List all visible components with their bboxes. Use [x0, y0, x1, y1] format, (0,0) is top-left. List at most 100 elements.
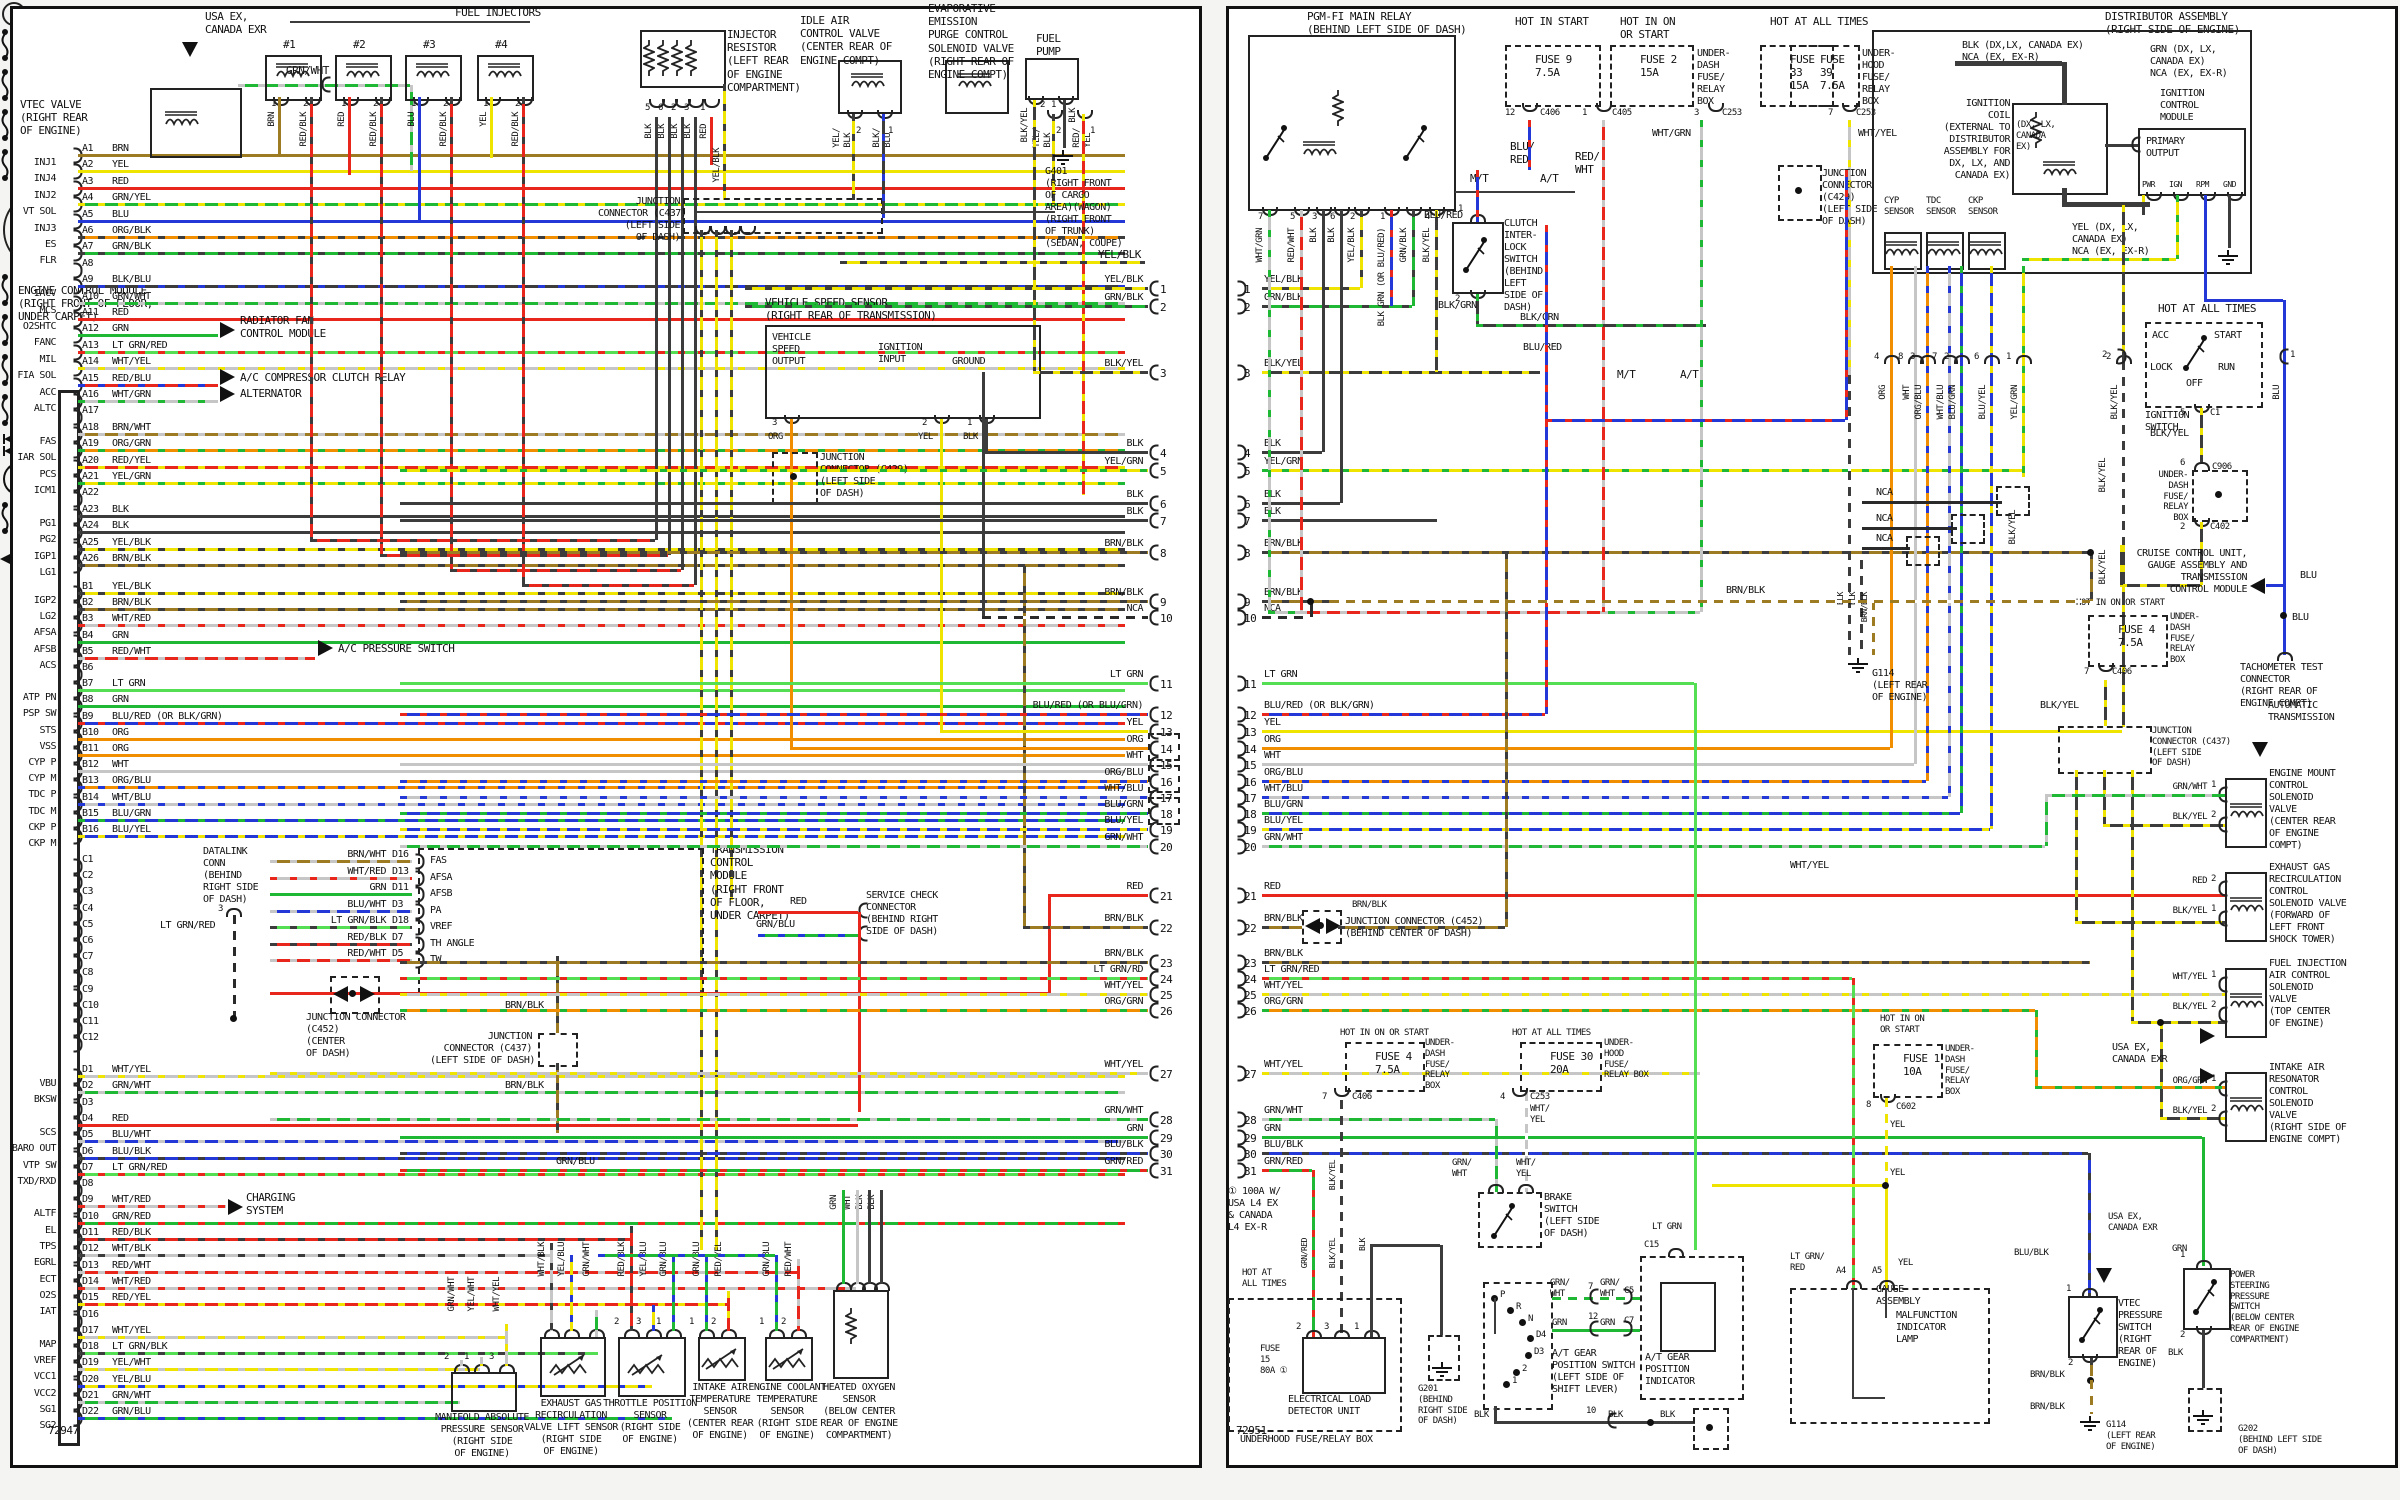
at-wire-label: GRN/ WHT	[1550, 1278, 1570, 1299]
junction-connector-c452-box	[330, 976, 380, 1014]
ecm-pin-wire: WHT/YEL	[112, 1324, 151, 1336]
ign-conn: C1	[2210, 408, 2220, 418]
at-gear-switch-label: A/T GEAR POSITION SWITCH (LEFT SIDE OF S…	[1552, 1348, 1635, 1395]
interconnect-number: 12	[1244, 709, 1257, 722]
connector-arc	[415, 870, 425, 886]
solenoid-pin-wire: BLK/YEL	[2172, 1002, 2208, 1012]
wire-grn-red	[78, 1221, 1125, 1225]
interconnect-wire-label: BRN/BLK	[1104, 587, 1143, 598]
wire-brn-blk	[1262, 961, 2090, 964]
interconnect-wire-label: WHT/YEL	[1264, 980, 1303, 991]
injector-coil-glyph	[343, 62, 381, 78]
vtec-pin: 2	[2068, 1358, 2073, 1368]
connector-arc	[2131, 136, 2141, 153]
wire-red	[348, 97, 351, 175]
junction-dot	[1527, 1335, 1534, 1342]
wire-blk-yel	[1340, 1100, 1343, 1337]
ecm-pin-id: A2	[82, 159, 94, 171]
injector-resistor-box	[640, 30, 726, 88]
interconnect-wire-label: RED	[1264, 881, 1281, 892]
wire-red-blk	[310, 539, 655, 542]
wire-blk	[880, 1190, 883, 1284]
under-dash-relay-box	[2192, 470, 2248, 522]
under-dash-box-label: UNDER- DASH FUSE/ RELAY BOX	[1945, 1044, 1975, 1098]
wire-org	[790, 419, 793, 748]
interconnect-wire-label: GRN/WHT	[1264, 832, 1303, 843]
wire-yel-grn	[2176, 195, 2179, 259]
ecm-signal-label: CYP M	[28, 773, 56, 785]
wire-org	[78, 737, 1125, 741]
fuse-pin: 7	[1828, 108, 1833, 118]
injector-unit-label: #3	[423, 38, 436, 51]
charging-system-arrow	[228, 1199, 243, 1215]
wire-grn-wht	[2045, 794, 2225, 797]
brn-blk-label: BRN/BLK	[505, 1080, 544, 1091]
wire-blk-yel	[2075, 921, 2225, 924]
ignition-switch-glyph	[2178, 330, 2212, 374]
dist-sensor-coil	[1882, 240, 1920, 256]
wire-blk	[400, 502, 1148, 505]
ecm-pin-wire: BLU/YEL	[112, 824, 151, 835]
interconnect-number: 30	[1244, 1148, 1257, 1161]
ecm-pin-id: A17	[82, 405, 99, 417]
sensor-label: EXHAUST GAS RECIRCULATION VALVE LIFT SEN…	[524, 1398, 618, 1457]
at-wire-label: BLK	[1474, 1410, 1489, 1420]
tcm-wire-label: BRN/WHT	[347, 849, 386, 860]
resistor-pin-number: 5	[645, 103, 650, 113]
interconnect-wire-label: ORG/GRN	[1104, 996, 1143, 1007]
fuse-pin: 7	[2084, 667, 2089, 677]
sensor-pin-wire: WHT/BLK	[537, 1242, 547, 1277]
wire-blk	[2105, 144, 2138, 147]
tcm-wire-label: GRN	[369, 882, 386, 893]
at-gear-pos-label: 1	[1512, 1376, 1517, 1386]
ecm-pin-wire: WHT/GRN	[112, 389, 151, 400]
interconnect-wire-label: GRN/WHT	[1104, 1105, 1143, 1116]
wire-brn-blk	[556, 1063, 559, 1133]
ecm-signal-label: TDC P	[28, 789, 56, 801]
wire-blk	[655, 117, 658, 540]
ecm-pin-id: A8	[82, 257, 94, 269]
vtec-variant-label: USA EX, CANADA EXR	[205, 10, 267, 37]
junction-dot	[790, 473, 797, 480]
solenoid-pin-wire: BLK/YEL	[2172, 812, 2208, 822]
interconnect-number: 3	[1244, 367, 1251, 380]
brake-wire-label: WHT/ YEL	[1516, 1158, 1536, 1179]
wht-yel-label: WHT/ YEL	[1530, 1104, 1550, 1125]
clutch-pin: 1	[1458, 204, 1463, 214]
fuse-conn: C253	[1530, 1092, 1550, 1102]
ecm-pin-wire: GRN/WHT	[112, 290, 151, 302]
nca-junction-box	[1906, 536, 1940, 566]
wire-wht-blu	[400, 796, 1148, 799]
ecm-pin-id: A6	[82, 225, 94, 236]
wire-yel-grn	[78, 482, 1125, 485]
at-wire-label: C5	[1624, 1286, 1634, 1296]
brn-blk-label: BRN/BLK	[2030, 1370, 2065, 1380]
dist-conn-pin: 1	[2006, 352, 2011, 362]
ecm-signal-label: PSP SW	[22, 708, 57, 720]
solenoid-valve-box	[2225, 968, 2267, 1038]
wire-blk	[1262, 519, 1437, 522]
solenoid-pin-wire: BLK/YEL	[2172, 906, 2208, 916]
wire-yel	[1262, 730, 2122, 733]
wire-red-wht	[1300, 611, 1602, 614]
interconnect-number: 23	[1244, 957, 1257, 970]
ecm-signal-label: TDC M	[28, 805, 56, 817]
fuse-wire-label: WHT/GRN	[1652, 128, 1691, 139]
junction-dot	[2157, 1019, 2164, 1026]
connector-arc	[1149, 970, 1159, 987]
wire-blu-yel	[400, 828, 1148, 831]
sensor-pin-wire: GRN/BLU	[762, 1242, 772, 1277]
ecm-signal-label: VCC2	[33, 1387, 57, 1399]
fuse-pin: 1	[1582, 108, 1587, 118]
vss-pin-wire: ORG	[768, 432, 783, 442]
interconnect-number: 24	[1160, 973, 1173, 986]
wire-blk	[1494, 1298, 1496, 1334]
ecm-signal-label: ES	[44, 239, 57, 250]
wire-red-wht	[797, 1259, 800, 1331]
service-check-label: SERVICE CHECK CONNECTOR (BEHIND RIGHT SI…	[866, 890, 938, 937]
at-wire-label: GRN/ WHT	[1600, 1278, 1620, 1299]
brn-blk-label: BRN/BLK	[2030, 1402, 2065, 1412]
fuse-feed-label: HOT AT ALL TIMES	[1512, 1028, 1591, 1038]
wire-wht-yel	[400, 993, 1148, 996]
interconnect-wire-label: BRN/BLK	[1264, 913, 1303, 924]
